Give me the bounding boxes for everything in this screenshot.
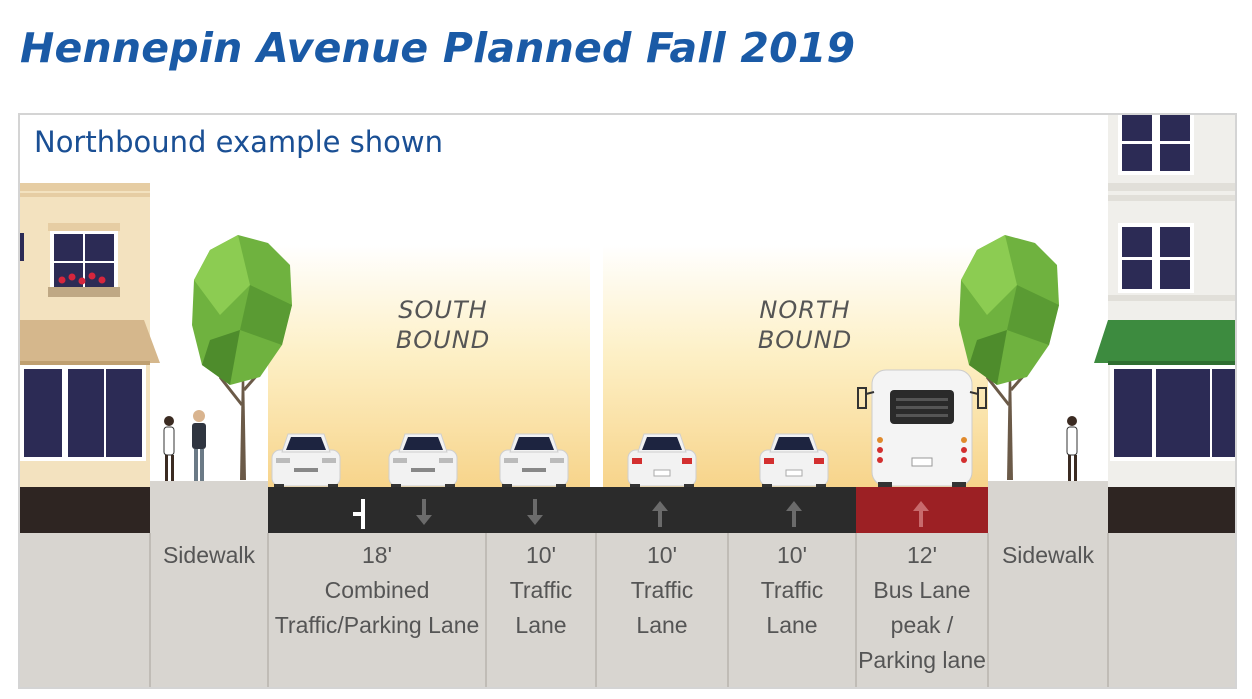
segment-traffic-lane-1: 10' Traffic Lane — [509, 542, 573, 638]
segment-sidewalk-left: Sidewalk — [162, 542, 256, 568]
sky-glow — [268, 245, 988, 487]
curb-right — [1108, 487, 1235, 533]
up-arrow-icon — [786, 501, 802, 527]
southbound-label: SOUTH BOUND — [395, 296, 491, 354]
median-line — [590, 245, 603, 487]
page-title: Hennepin Avenue Planned Fall 2019 — [20, 24, 856, 72]
bus-icon — [857, 369, 987, 488]
segment-traffic-lane-2: 10' Traffic Lane — [630, 542, 694, 638]
down-arrow-icon — [416, 499, 432, 525]
tree-icon — [192, 235, 292, 480]
pedestrian-icon — [163, 416, 175, 481]
curb-left — [20, 487, 150, 533]
subtitle: Northbound example shown — [34, 125, 444, 159]
sidewalk-right-surface — [988, 481, 1108, 533]
label-band — [20, 533, 1235, 687]
northbound-label: NORTH BOUND — [757, 296, 853, 354]
building-left — [20, 183, 160, 487]
segment-traffic-lane-3: 10' Traffic Lane — [760, 542, 824, 638]
street-cross-section — [20, 115, 1235, 687]
segment-combined-lane: 18' Combined Traffic/Parking Lane — [274, 542, 480, 638]
segment-sidewalk-right: Sidewalk — [1001, 542, 1095, 568]
sidewalk-left-surface — [150, 481, 268, 533]
building-right — [1094, 115, 1235, 487]
parking-marker — [353, 499, 365, 529]
street-diagram: Northbound example shown SOUTH BOUND NOR… — [18, 113, 1237, 689]
roadway — [268, 487, 856, 533]
segment-bus-lane: 12' Bus Lane peak / Parking lane — [858, 542, 986, 673]
car-icon — [499, 433, 569, 490]
tree-icon — [959, 235, 1059, 480]
up-arrow-icon — [913, 501, 929, 527]
down-arrow-icon — [527, 499, 543, 525]
pedestrian-icon — [192, 410, 206, 481]
up-arrow-icon — [652, 501, 668, 527]
pedestrian-icon — [1066, 416, 1078, 481]
car-icon — [271, 433, 341, 490]
